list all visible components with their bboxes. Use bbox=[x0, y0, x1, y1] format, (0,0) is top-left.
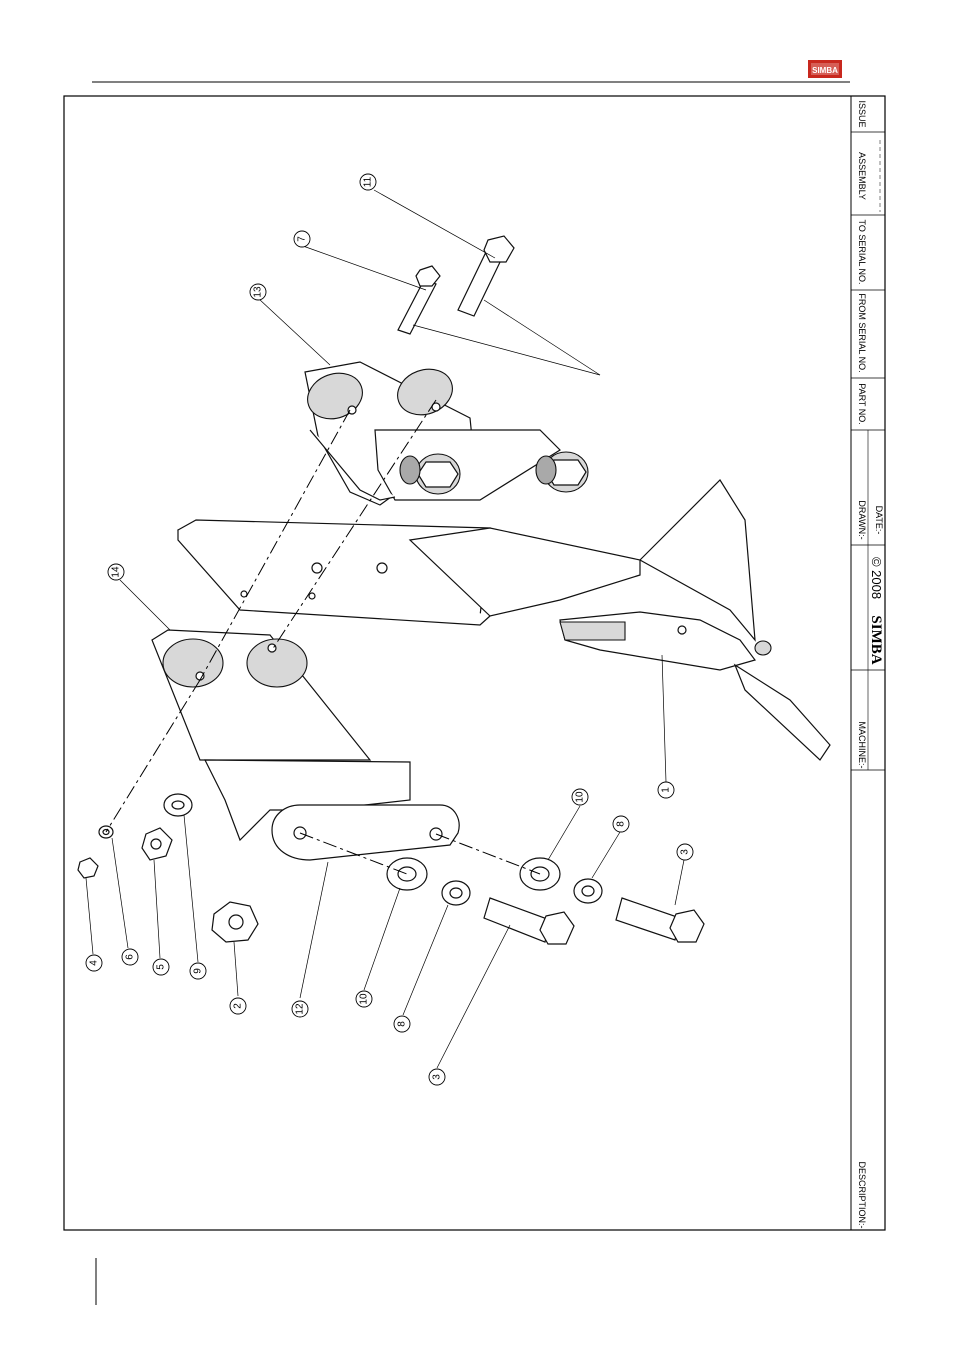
nut-part-2 bbox=[212, 902, 258, 942]
balloon-label: 8 bbox=[397, 1021, 408, 1027]
to-serial-label: TO SERIAL NO. bbox=[857, 219, 867, 284]
spring-washer-part-8-upper bbox=[574, 879, 602, 903]
balloon-b2: 2 bbox=[230, 998, 246, 1014]
copyright-text: © 2008 bbox=[869, 557, 884, 599]
balloon-b1: 1 bbox=[658, 782, 674, 798]
balloon-b3b: 3 bbox=[429, 1069, 445, 1085]
balloon-label: 8 bbox=[616, 821, 627, 827]
balloon-label: 9 bbox=[193, 968, 204, 974]
bolt-part-3-upper bbox=[616, 898, 704, 942]
balloon-b9: 9 bbox=[190, 963, 206, 979]
balloon-b5: 5 bbox=[153, 959, 169, 975]
balloon-label: 10 bbox=[359, 993, 370, 1005]
nut-part-5 bbox=[142, 828, 172, 860]
bolt-part-7 bbox=[398, 266, 440, 334]
date-label: DATE:- bbox=[874, 506, 884, 535]
hex-nut-bracket-right bbox=[536, 452, 588, 492]
balloon-b3a: 3 bbox=[677, 844, 693, 860]
washer-part-9 bbox=[164, 794, 192, 816]
description-label: DESCRIPTION:- bbox=[857, 1161, 867, 1228]
part-no-label: PART NO. bbox=[857, 383, 867, 425]
issue-label: ISSUE bbox=[857, 100, 867, 127]
balloon-b10b: 10 bbox=[356, 991, 372, 1007]
balloon-b6: 6 bbox=[122, 949, 138, 965]
balloon-b8a: 8 bbox=[613, 816, 629, 832]
bolt-part-11 bbox=[458, 236, 514, 316]
balloon-label: 7 bbox=[297, 236, 308, 242]
share-part-1 bbox=[560, 480, 830, 760]
brand-text: SIMBA bbox=[868, 615, 884, 664]
balloon-label: 1 bbox=[661, 787, 672, 793]
from-serial-label: FROM SERIAL NO. bbox=[857, 293, 867, 372]
balloon-b13: 13 bbox=[250, 284, 266, 300]
balloon-label: 11 bbox=[363, 176, 374, 187]
balloon-b11: 11 bbox=[360, 174, 376, 190]
leg-plate bbox=[178, 520, 640, 625]
simba-logo: SIMBA bbox=[808, 60, 842, 78]
balloon-label: 13 bbox=[253, 286, 264, 298]
bolt-part-3-lower bbox=[484, 898, 574, 944]
machine-label: MACHINE:- bbox=[857, 722, 867, 769]
balloon-label: 3 bbox=[680, 849, 691, 855]
drawn-label: DRAWN:- bbox=[857, 500, 867, 539]
balloon-label: 3 bbox=[432, 1074, 443, 1080]
balloon-b10a: 10 bbox=[572, 789, 588, 805]
assembly-label: ASSEMBLY bbox=[857, 152, 867, 200]
spring-washer-part-8-lower bbox=[442, 881, 470, 905]
balloon-b12: 12 bbox=[292, 1001, 308, 1017]
balloon-label: 14 bbox=[111, 566, 122, 578]
balloon-b4: 4 bbox=[86, 955, 102, 971]
balloon-label: 5 bbox=[156, 964, 167, 970]
washer-part-10-lower bbox=[387, 858, 427, 890]
balloon-b7: 7 bbox=[294, 231, 310, 247]
balloon-b14: 14 bbox=[108, 564, 124, 580]
balloon-label: 10 bbox=[575, 791, 586, 803]
balloon-label: 4 bbox=[89, 960, 100, 966]
balloon-label: 12 bbox=[295, 1003, 306, 1015]
nut-part-4 bbox=[78, 858, 98, 878]
balloon-label: 6 bbox=[125, 954, 136, 960]
balloon-b8b: 8 bbox=[394, 1016, 410, 1032]
logo-text: SIMBA bbox=[812, 66, 838, 75]
balloon-label: 2 bbox=[233, 1003, 244, 1009]
link-plate-part-12 bbox=[272, 805, 459, 860]
